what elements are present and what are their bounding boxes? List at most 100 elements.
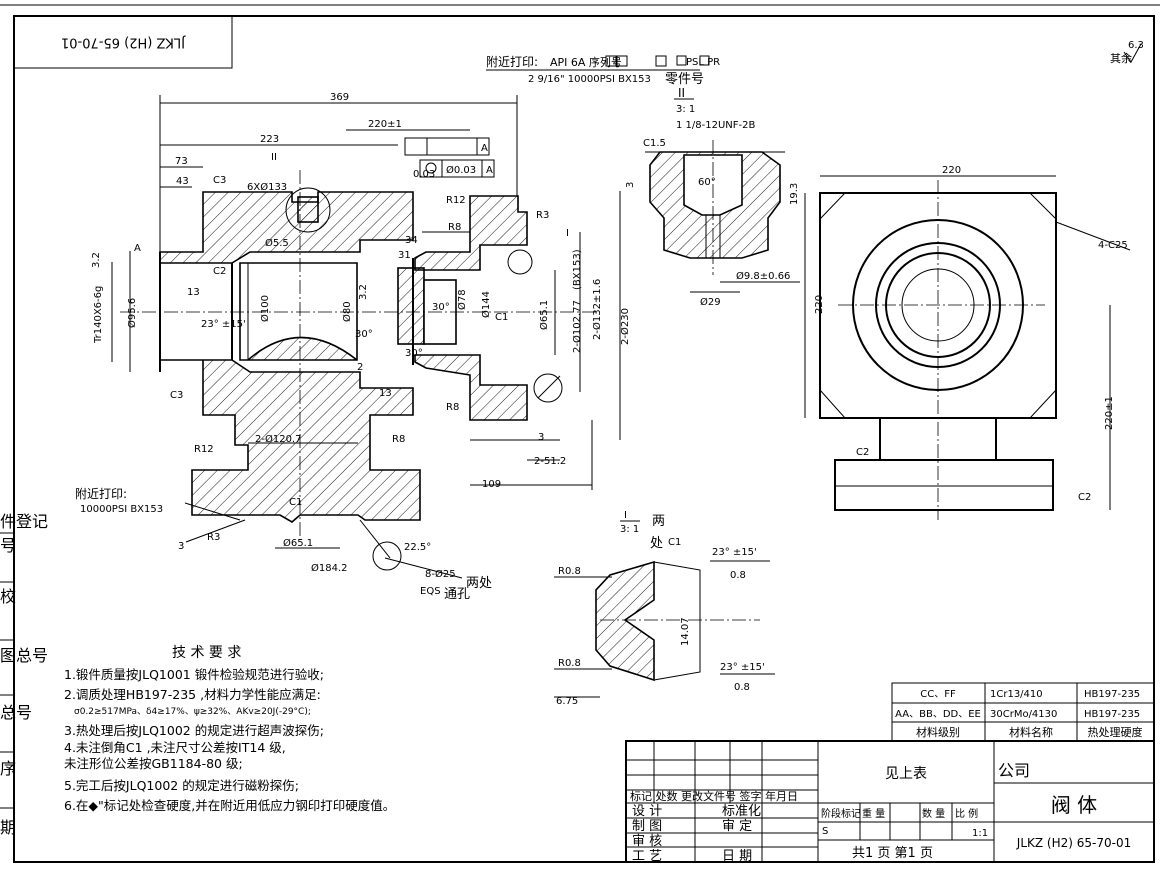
material-header-grade: 材料级别 [916,725,960,739]
dim-angle-30b: 30° [405,348,423,359]
dim-i-label: I [566,228,569,239]
dim-r12: R12 [446,195,466,206]
detail-i-ra1: 0.8 [730,570,746,581]
dim-d184: Ø184.2 [311,562,348,574]
detail-i-angle2: 23° ±15' [720,662,765,673]
dim-d65b: Ø65.1 [283,537,313,549]
tol-value-1: 0.03 [413,169,435,180]
dim-ii-marker: II [271,152,277,163]
title-see-table: 见上表 [885,766,927,782]
dim-d29: Ø29 [700,296,721,308]
title-craft: 工 艺 [632,849,662,864]
detail-i-c1: C1 [668,537,681,548]
dim-d55: Ø5.5 [265,237,289,249]
drawing-frame [13,15,1155,863]
surface-finish-value: 6.3 [1128,40,1144,51]
dim-c1a: C1 [495,312,508,323]
dim-c3: C3 [213,175,226,186]
tech-req-item-3: σ0.2≥517MPa、δ4≥17%、ψ≥32%、AKv≥20J(-29°C); [74,707,311,717]
dim-220-side: 220 [814,295,825,314]
detail-ii-view [645,140,785,275]
detail-ii-thread: 1 1/8-12UNF-2B [676,120,755,131]
title-s: S [822,826,828,837]
tech-req-item-6: 未注形位公差按GB1184-80 级; [64,756,243,771]
roughness-32b: 3.2 [358,284,369,300]
material-grade-1: CC、FF [920,689,956,700]
detail-i-r08b: R0.8 [558,658,581,669]
title-design: 设 计 [632,804,662,819]
title-rev-header: 标记 处数 更改文件号 签字 年月日 [630,789,798,803]
dim-bx153: (BX153) [572,249,583,290]
dim-d65a: Ø65.1 [538,300,550,330]
dim-d2230: 2-Ø230 [619,308,631,345]
material-name-2: 30CrMo/4130 [990,709,1057,720]
dim-220-top: 220 [942,165,961,176]
detail-i-r08a: R0.8 [558,566,581,577]
material-hardness-2: HB197-235 [1084,709,1140,720]
detail-i-d1407: 14.07 [680,617,691,646]
dim-223: 223 [260,134,279,145]
dim-angle-30a: 30° [355,329,373,340]
dim-d78: Ø78 [456,289,468,310]
stamp2-label: 附近打印: [75,487,127,501]
title-standard: 标准化 [722,804,761,819]
detail-i-scale: 3: 1 [620,524,639,535]
surface-finish-label: 其余 [1110,51,1132,65]
dim-c2: C2 [213,266,226,277]
title-date: 日 期 [722,849,752,864]
dim-109: 109 [482,479,501,490]
dim-angle-23: 23° ±15' [201,319,246,330]
dim-d95: Ø95.6 [126,298,138,328]
side-label-3: 校 [0,587,16,606]
tech-req-item-8: 6.在◆"标记处检查硬度,并在附近用低应力钢印打印硬度值。 [64,798,395,813]
dim-r8: R8 [448,222,461,233]
dim-34: 34 [405,235,418,246]
detail-i-two: 两 [652,514,665,529]
tech-req-item-4: 3.热处理后按JLQ1002 的规定进行超声波探伤; [64,723,324,738]
dim-31: 31 [398,250,411,261]
dim-369: 369 [330,92,349,103]
dim-tr140: Tr140X6-6g [93,286,104,344]
side-label-4: 图总号 [0,646,48,665]
detail-i-loc: 处 [650,536,663,551]
dim-angle-225: 22.5° [404,542,431,553]
dim-c2-top: C2 [856,447,869,458]
dim-eqs: EQS [420,586,441,597]
dim-d144: Ø144 [480,291,492,318]
detail-i-ra2: 0.8 [734,682,750,693]
side-label-6: 序 [0,759,16,778]
dim-2a: 2 [357,362,363,373]
dim-73: 73 [175,156,188,167]
dim-13a: 13 [187,287,200,298]
stamp2-value: 10000PSI BX153 [80,504,163,515]
dim-angle-30c: 30° [432,302,450,313]
datum-a-marker: A [134,243,141,254]
dim-3c: 3 [625,182,636,188]
title-drawing-no: JLKZ (H2) 65-70-01 [1016,836,1131,850]
psl-pr-label: PSL PR [686,57,720,68]
dim-43: 43 [176,176,189,187]
tol-datum-2: A [486,165,493,176]
dim-6x0133: 6XØ133 [247,181,287,193]
title-part-name: 阀 体 [1051,793,1097,817]
through-hole-label: 通孔 [444,587,470,602]
dim-d2120: 2-Ø120.7 [255,433,301,445]
roughness-32a: 3.2 [91,252,102,268]
dim-r8c: R8 [392,434,405,445]
title-qty: 数 量 [922,807,945,820]
tech-req-item-7: 5.完工后按JLQ1002 的规定进行磁粉探伤; [64,778,299,793]
dim-c15: C1.5 [643,138,666,149]
title-draw: 制 图 [632,819,662,834]
dim-3b: 3 [178,541,184,552]
dim-d98: Ø9.8±0.66 [736,270,790,282]
dim-r12b: R12 [194,444,214,455]
material-name-1: 1Cr13/410 [990,689,1043,700]
title-sheet: 共1 页 第1 页 [852,846,933,861]
dim-c1b: C1 [289,497,302,508]
title-ratio: 比 例 [955,807,978,820]
title-check: 审 核 [632,834,662,849]
dim-19: 19.3 [789,183,800,205]
tol-datum-1: A [481,143,488,154]
dim-d100: Ø100 [259,295,271,322]
